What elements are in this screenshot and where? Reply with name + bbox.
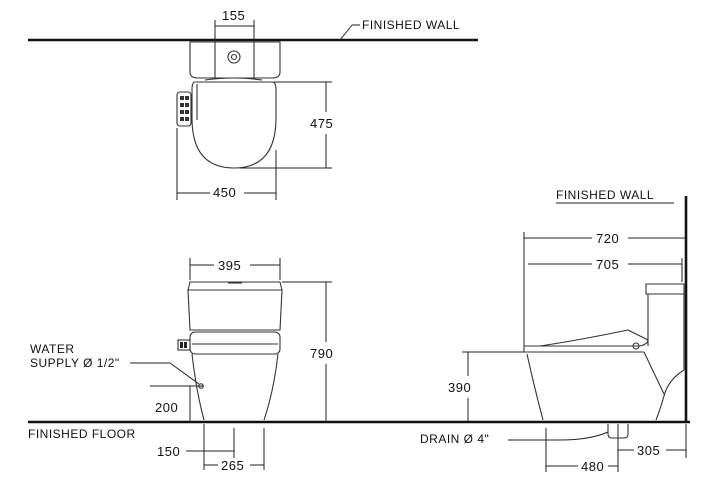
finished-floor-label: FINISHED FLOOR (28, 427, 136, 441)
front-view: 395 790 WATER SUPPLY Ø 1/2" 200 (30, 258, 333, 473)
top-view: FINISHED WALL 155 475 (28, 8, 478, 200)
side-tank-body (647, 294, 685, 370)
drain-leader (508, 431, 609, 441)
flush-button-icon (227, 50, 241, 64)
dim-top-outlet-spacing: 155 (222, 8, 245, 23)
front-control-icon (177, 339, 191, 351)
dim-front-base-width: 265 (221, 458, 244, 473)
dim-front-tank-width: 395 (218, 258, 241, 273)
control-panel-icon (176, 91, 192, 127)
side-seat-lid (524, 329, 649, 347)
dim-top-width: 450 (213, 185, 236, 200)
wall-leader-top (339, 24, 353, 41)
dim-front-supply-height: 200 (155, 400, 178, 415)
side-view: FINISHED WALL 720 705 390 DRAIN Ø 4" (420, 188, 688, 474)
dim-side-seat-height: 390 (448, 380, 471, 395)
drain-label: DRAIN Ø 4" (420, 432, 489, 446)
water-supply-label-line2: SUPPLY Ø 1/2" (30, 356, 120, 370)
tank-top-outline (189, 41, 281, 79)
water-supply-leader (169, 362, 200, 385)
front-tank-outline (187, 281, 283, 331)
water-supply-label-line1: WATER (30, 342, 75, 356)
dim-side-base-depth: 480 (581, 459, 604, 474)
dim-front-supply-offset: 150 (157, 444, 180, 459)
dim-top-depth: 475 (310, 116, 333, 131)
front-bowl-left (191, 353, 205, 421)
side-tank-lid (645, 283, 685, 295)
dim-front-height: 790 (310, 346, 333, 361)
side-hinge-icon (632, 342, 640, 350)
dim-side-overall-depth: 720 (596, 231, 619, 246)
front-seat-outline (189, 331, 281, 355)
finished-wall-right-label: FINISHED WALL (556, 188, 654, 202)
side-bowl-front (526, 353, 544, 421)
dim-side-seat-depth: 705 (596, 257, 619, 272)
dim-side-rough-in: 305 (637, 443, 660, 458)
side-bowl-back (655, 369, 685, 421)
finished-wall-top-label: FINISHED WALL (362, 18, 460, 32)
seat-top-outline (191, 81, 277, 169)
front-bowl-right (263, 353, 279, 421)
